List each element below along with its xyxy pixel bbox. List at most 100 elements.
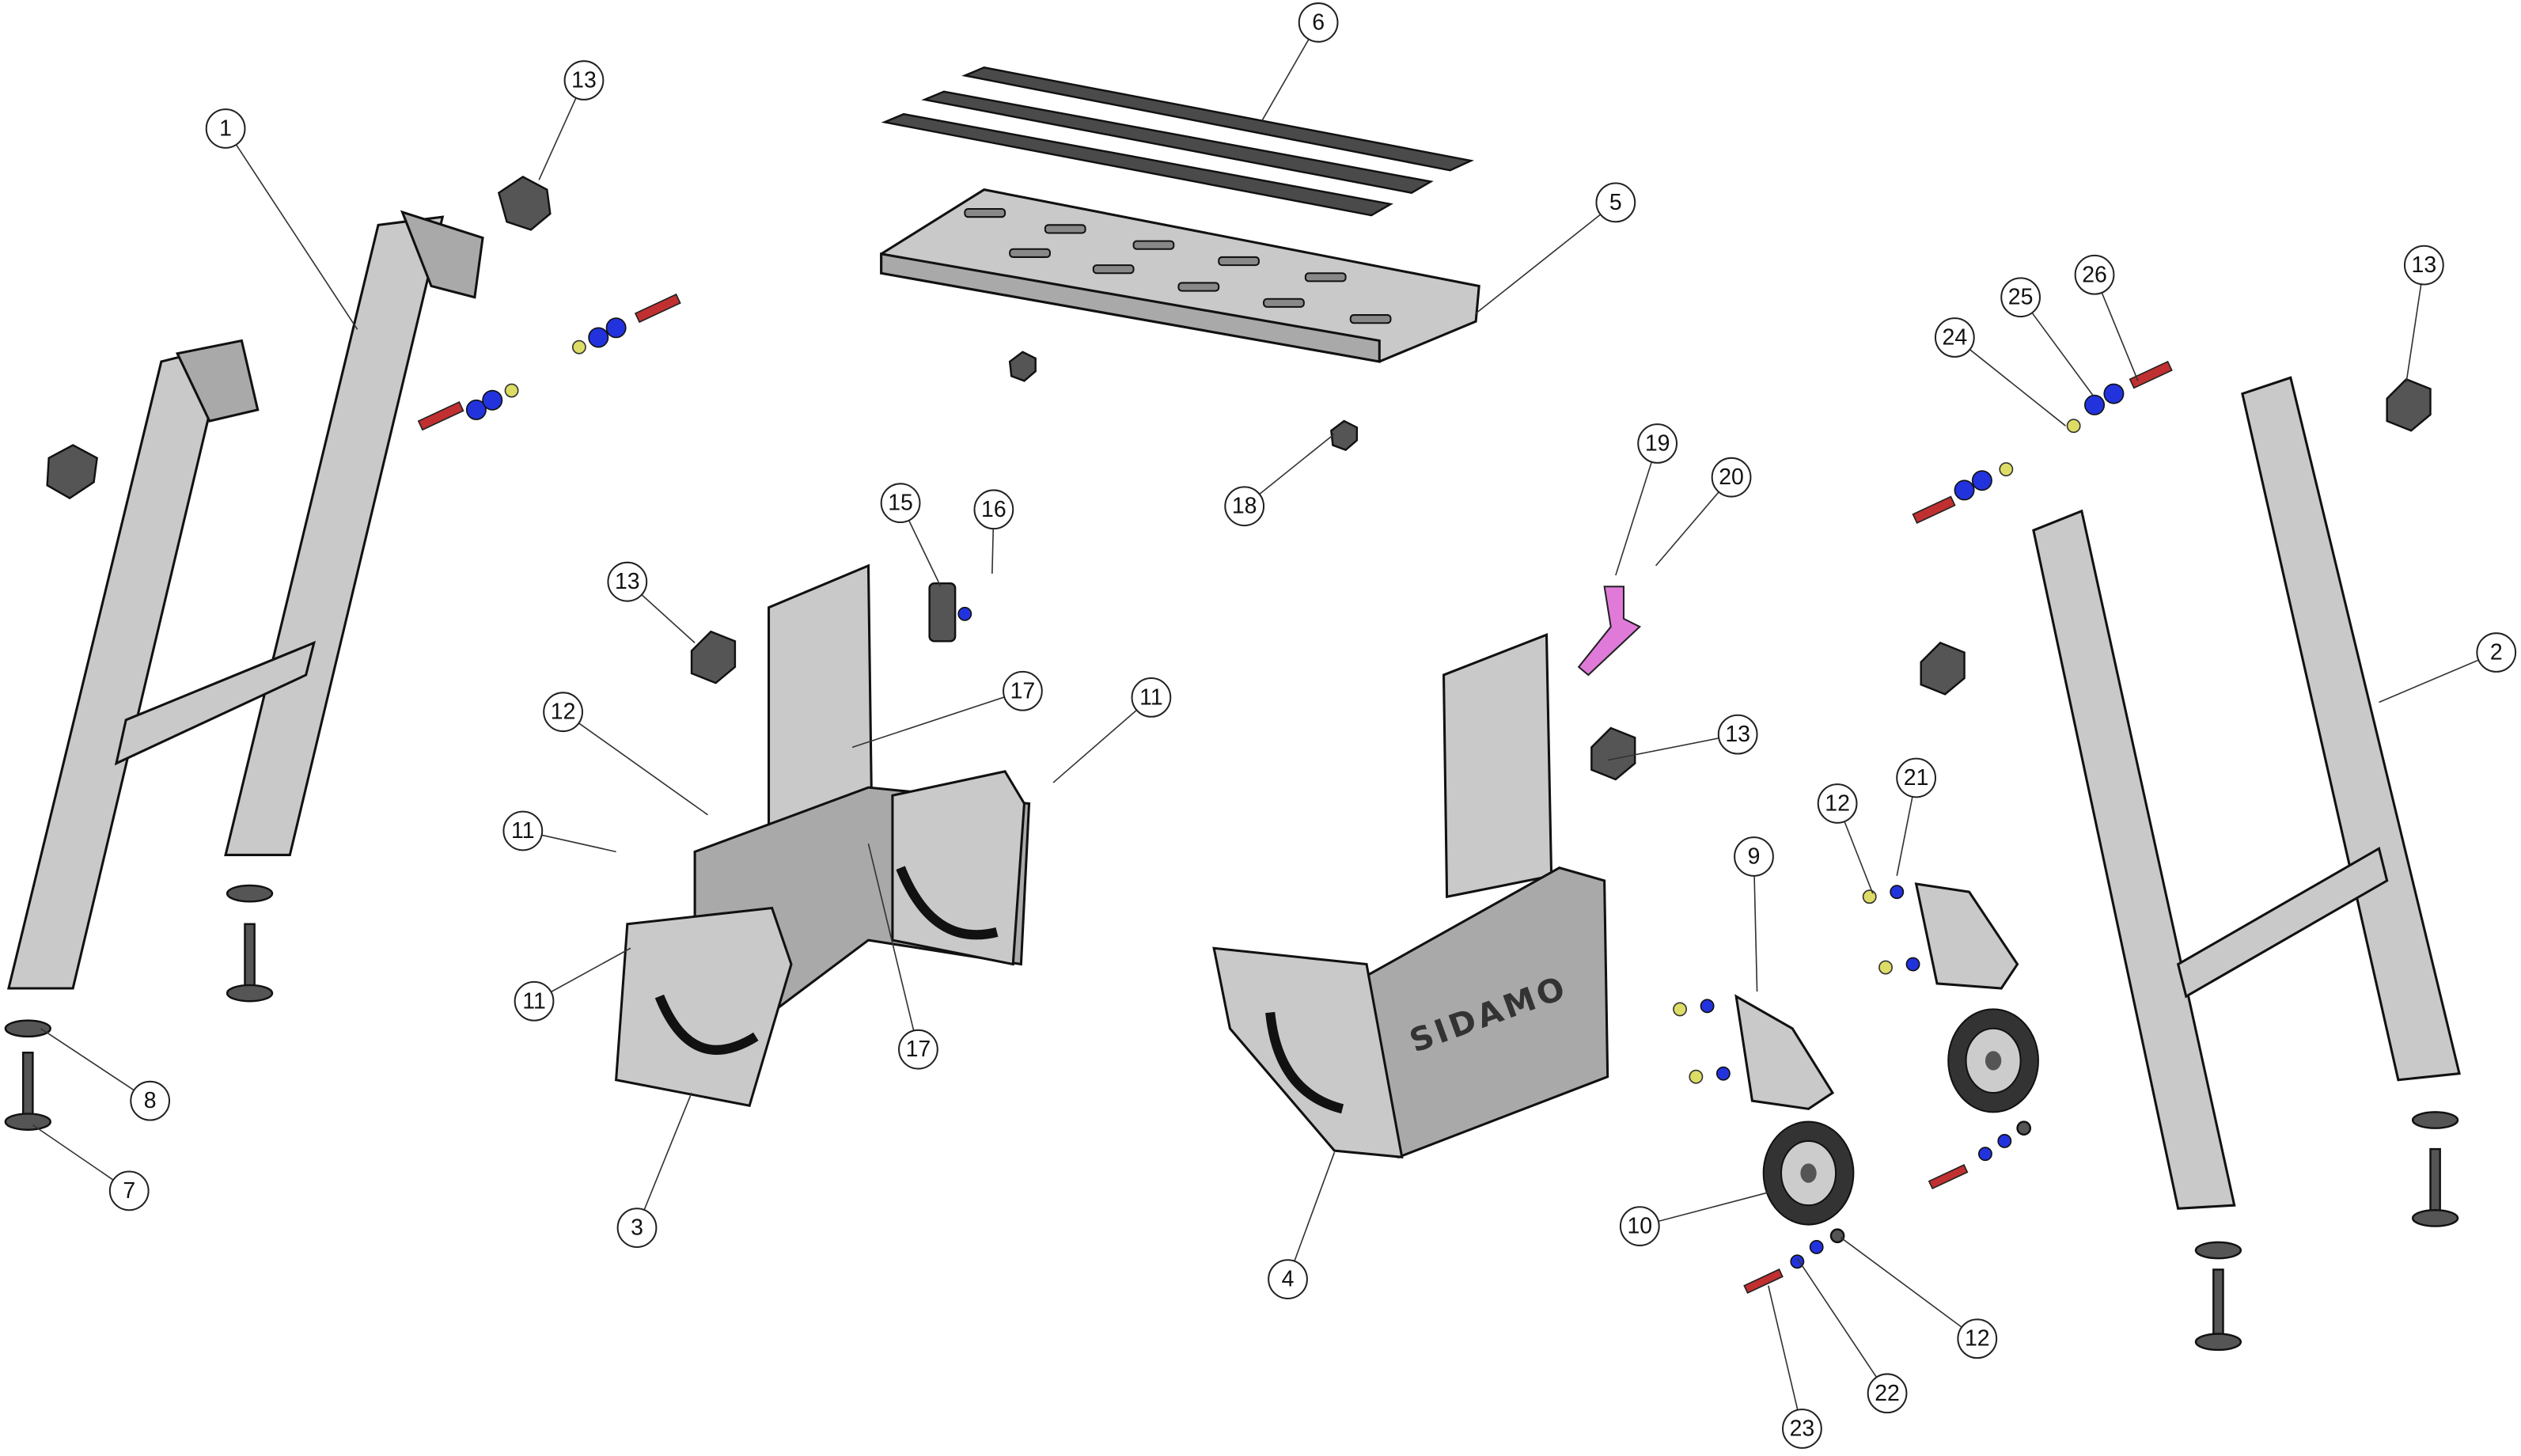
callout-circle: [205, 108, 246, 149]
leader-line: [851, 696, 1005, 749]
callout-circle: [2000, 277, 2041, 318]
callout-circle: [1711, 457, 1752, 498]
callout-number: 6: [1312, 9, 1325, 35]
callout-circle: [1717, 714, 1758, 755]
callout-6: 6: [1261, 2, 1339, 121]
callout-3: 3: [616, 1092, 692, 1248]
leader-line: [541, 834, 616, 853]
callout-11: 11: [1052, 677, 1172, 783]
callout-number: 5: [1609, 190, 1622, 215]
leader-line: [32, 1124, 114, 1181]
callout-number: 11: [1139, 684, 1163, 710]
callout-21: 21: [1896, 757, 1936, 877]
callout-circle: [2403, 245, 2444, 286]
callout-circle: [563, 60, 605, 100]
callout-16: 16: [973, 489, 1014, 574]
callout-11: 11: [502, 810, 616, 853]
callout-circle: [2476, 632, 2517, 673]
leader-line: [40, 1028, 135, 1091]
leader-line: [908, 520, 942, 587]
callout-number: 20: [1719, 464, 1744, 490]
callout-circle: [1224, 486, 1265, 527]
callout-circle: [1934, 317, 1975, 358]
callout-9: 9: [1734, 836, 1774, 992]
callout-15: 15: [880, 483, 942, 587]
callout-circle: [1619, 1206, 1660, 1246]
callout-8: 8: [40, 1028, 171, 1121]
callout-circle: [1867, 1373, 1908, 1414]
callout-circle: [607, 561, 648, 602]
callout-1: 1: [205, 108, 358, 330]
leader-line: [641, 593, 696, 643]
callout-13: 13: [1607, 714, 1758, 761]
knob-icon: [2386, 377, 2432, 432]
leader-line: [1658, 1192, 1768, 1223]
callout-number: 13: [615, 569, 640, 594]
callout-19: 19: [1615, 423, 1678, 576]
callout-number: 9: [1748, 844, 1761, 869]
leader-line: [1767, 1285, 1799, 1410]
callout-12: 12: [543, 692, 708, 816]
callout-7: 7: [32, 1124, 150, 1211]
callout-26: 26: [2074, 254, 2139, 381]
callout-number: 13: [571, 68, 597, 93]
callout-number: 11: [511, 818, 535, 844]
right-base-bracket: SIDAMO: [1212, 586, 1642, 1158]
knob-icon: [1008, 351, 1037, 382]
leader-line: [1896, 796, 1913, 877]
callout-number: 12: [1965, 1326, 1990, 1352]
knob-icon: [497, 175, 552, 231]
callout-number: 24: [1943, 324, 1968, 350]
callout-circle: [1003, 670, 1043, 711]
callout-circle: [1637, 423, 1678, 464]
leader-line: [2031, 312, 2094, 396]
callout-22: 22: [1796, 1257, 1908, 1414]
callout-circle: [1817, 783, 1858, 824]
callout-circle: [502, 810, 544, 851]
callout-number: 21: [1904, 765, 1929, 791]
callout-number: 12: [1825, 791, 1850, 816]
leader-line: [1844, 821, 1874, 894]
callout-number: 17: [1010, 678, 1036, 703]
leader-line: [1294, 1151, 1336, 1262]
leader-line: [867, 844, 915, 1031]
callout-number: 17: [906, 1037, 931, 1062]
left-base-bracket: [614, 563, 1031, 1108]
leader-line: [1615, 461, 1653, 576]
callout-circle: [1957, 1318, 1998, 1359]
callout-13: 13: [607, 561, 696, 643]
callout-25: 25: [2000, 277, 2094, 396]
callout-circle: [1298, 2, 1339, 43]
leader-line: [550, 947, 631, 993]
leader-line: [2379, 659, 2479, 703]
callout-circle: [514, 980, 555, 1022]
callout-17: 17: [851, 670, 1043, 749]
callout-circle: [1782, 1409, 1822, 1449]
callout-number: 16: [981, 497, 1007, 522]
callout-circle: [130, 1080, 171, 1121]
leader-line: [1259, 433, 1335, 495]
callout-number: 19: [1645, 431, 1670, 457]
callout-number: 7: [123, 1178, 135, 1204]
mounting-bracket: [1577, 586, 1642, 677]
knob-icon: [690, 630, 737, 684]
leader-line: [1753, 875, 1758, 992]
callout-number: 10: [1627, 1214, 1652, 1239]
callout-number: 22: [1875, 1381, 1900, 1406]
callout-number: 11: [522, 988, 546, 1014]
callout-number: 3: [631, 1215, 643, 1241]
callout-circle: [1131, 677, 1172, 718]
leader-line: [2101, 292, 2139, 381]
wheel-assemblies: [1734, 882, 2039, 1226]
callout-number: 23: [1790, 1416, 1815, 1441]
callout-17: 17: [867, 844, 938, 1070]
callout-12: 12: [1817, 783, 1874, 894]
leader-line: [1261, 39, 1310, 121]
leader-line: [1475, 214, 1602, 314]
callout-circle: [1595, 182, 1636, 223]
callout-circle: [1896, 757, 1936, 798]
knob-icon: [1590, 726, 1636, 781]
rubber-strips: [881, 66, 1475, 217]
leader-line: [1052, 709, 1138, 783]
